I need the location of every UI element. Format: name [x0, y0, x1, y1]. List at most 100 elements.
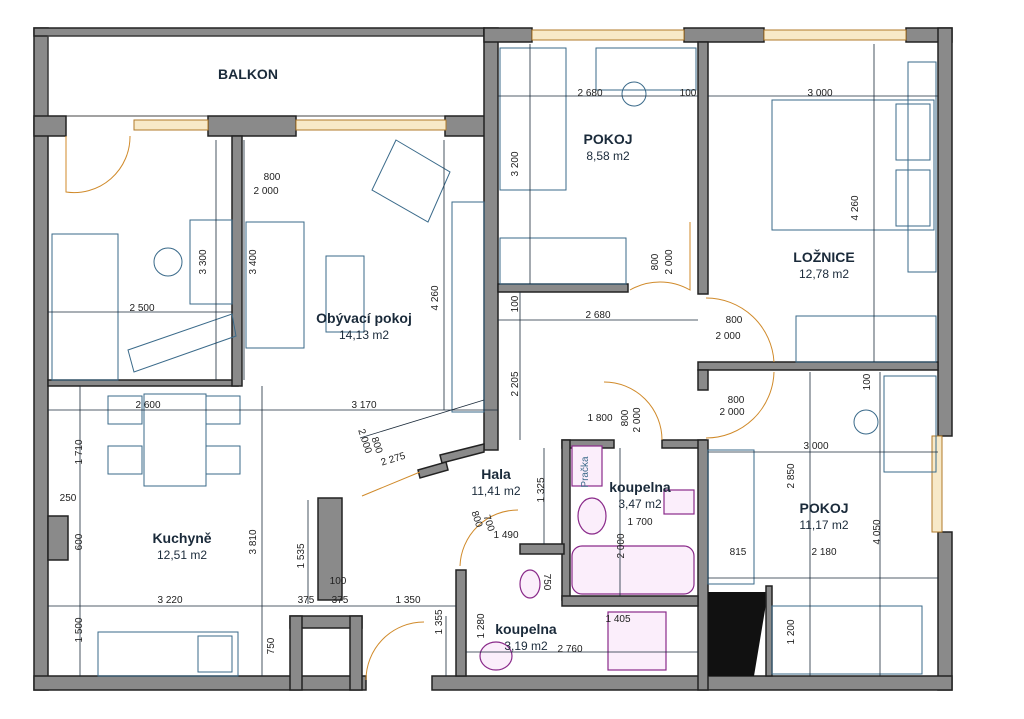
dim-label: 1 325: [536, 477, 547, 502]
wall-segment: [33, 115, 67, 137]
door-leaf: [361, 471, 421, 497]
dim-label: 815: [730, 547, 747, 558]
wall-dark-block: [708, 592, 768, 676]
chair: [853, 409, 879, 435]
dim-label: 2 680: [585, 310, 610, 321]
doors: [65, 135, 775, 681]
dim-label: 1 500: [74, 617, 85, 642]
wall-partition: [697, 41, 709, 295]
room-area-kuchyne: 12,51 m2: [157, 548, 207, 562]
room-area-koupelna: 3,19 m2: [504, 639, 548, 653]
wall-diagonal: [439, 443, 485, 464]
wall-segment: [207, 115, 297, 137]
desk: [883, 375, 937, 473]
wardrobe: [907, 61, 937, 273]
dim-label: 4 260: [430, 285, 441, 310]
room-name-obyvaci: Obývací pokoj: [316, 310, 412, 326]
appliance-label: Pračka: [580, 456, 591, 488]
sink: [479, 641, 513, 671]
pillow: [895, 169, 931, 227]
windows: [133, 29, 943, 533]
wall-partition: [497, 283, 629, 293]
wardrobe: [499, 237, 627, 285]
dim-label: 1 200: [786, 619, 797, 644]
door-swing: [365, 621, 425, 681]
dim-label: 800: [650, 253, 661, 270]
dim-label: 800: [469, 510, 485, 530]
double-bed: [771, 99, 935, 231]
wardrobe: [795, 315, 937, 363]
wall-stub: [47, 515, 69, 561]
wall-right: [937, 531, 953, 691]
room-name-hala: Hala: [481, 466, 511, 482]
sanitary: [479, 445, 695, 671]
bed: [51, 233, 119, 381]
dim-label: 3 810: [248, 529, 259, 554]
toilet: [577, 497, 607, 535]
chair: [107, 445, 143, 475]
dim-label: 800: [728, 395, 745, 406]
dim-label: 2 000: [715, 331, 740, 342]
dim-label: 375: [332, 595, 349, 606]
wall-bath: [455, 569, 467, 677]
wall-bath: [697, 439, 709, 691]
dim-label: 1 490: [493, 530, 518, 541]
dim-label: 800: [264, 172, 281, 183]
dim-label: 1 535: [296, 543, 307, 568]
door-swing: [65, 135, 131, 194]
room-area-pokoj: 8,58 m2: [586, 149, 630, 163]
dim-label: 3 170: [351, 400, 376, 411]
dim-label: 1 350: [395, 595, 420, 606]
door-swing: [629, 222, 691, 291]
dim-label: 2 760: [557, 644, 582, 655]
dim-label: 3 300: [198, 249, 209, 274]
bed: [499, 47, 567, 191]
room-name-balkon: BALKON: [218, 66, 278, 82]
wall-diagonal: [417, 461, 449, 479]
shower: [607, 611, 667, 671]
room-area-loznice: 12,78 m2: [799, 267, 849, 281]
wall-partition: [697, 361, 939, 371]
wall-bottom: [33, 675, 367, 691]
dim-label: 3 000: [807, 88, 832, 99]
dimension-lines: [48, 44, 938, 676]
dim-label: 1 355: [434, 609, 445, 634]
door-swing: [459, 509, 519, 567]
dim-label: 2 205: [510, 371, 521, 396]
dim-label: 4 050: [872, 519, 883, 544]
dim-label: 2 000: [616, 533, 627, 558]
door-swing: [705, 297, 775, 363]
room-name-koupelna: koupelna: [495, 621, 557, 637]
desk: [127, 313, 237, 373]
room-labels: BALKON Obývací pokoj 14,13 m2 POKOJ 8,58…: [152, 66, 854, 653]
wardrobe: [707, 449, 755, 585]
dim-label: 1 280: [476, 613, 487, 638]
window: [531, 29, 685, 41]
dim-label: 700: [481, 514, 497, 534]
dim-label: 2 680: [577, 88, 602, 99]
dim-label: 2 000: [719, 407, 744, 418]
dim-label: 3 200: [510, 151, 521, 176]
wall-bath: [561, 595, 699, 607]
dim-label: 2 000: [355, 428, 373, 456]
room-name-koupelna: koupelna: [609, 479, 671, 495]
dim-label: 2 000: [664, 249, 675, 274]
door-swing: [603, 381, 663, 441]
dim-label: 2 000: [253, 186, 278, 197]
wall-segment: [444, 115, 486, 137]
dim-label: 750: [541, 574, 552, 591]
dim-label: 100: [510, 295, 521, 312]
window: [763, 29, 907, 41]
furniture: [51, 47, 937, 677]
dimension-labels: 800 2 000 3 300 3 400 2 500 4 260 2 680 …: [60, 88, 883, 655]
tv-unit: [451, 201, 485, 413]
dim-label: 600: [74, 533, 85, 550]
room-name-kuchyne: Kuchyně: [152, 530, 211, 546]
wall-partition: [231, 135, 243, 387]
dim-label: 800: [369, 436, 385, 456]
wall-bottom: [431, 675, 953, 691]
dim-label: 375: [298, 595, 315, 606]
chair: [153, 247, 183, 277]
dim-label: 2 500: [129, 303, 154, 314]
